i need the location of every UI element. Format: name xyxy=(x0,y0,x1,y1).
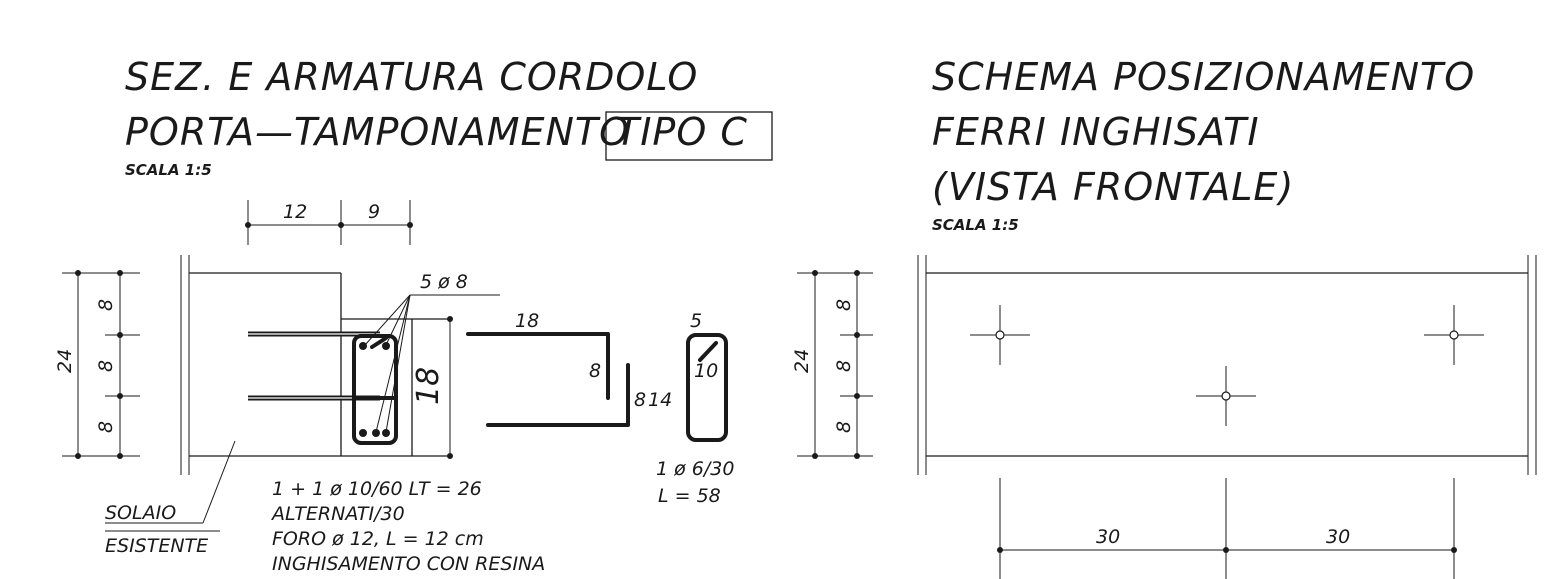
bent-bar xyxy=(466,332,630,427)
bars-label: 5 ø 8 xyxy=(420,271,468,293)
bent-dim-8a: 8 xyxy=(589,360,601,382)
bottom-dimension xyxy=(997,478,1457,579)
dim-left-8c: 8 xyxy=(95,421,117,433)
stirrup-dim-5: 5 xyxy=(690,310,702,332)
solaio-label-1: SOLAIO xyxy=(105,502,176,524)
right-title-line2: FERRI INGHISATI xyxy=(932,110,1260,154)
bent-dim-14: 14 xyxy=(648,389,672,411)
left-title-line2: PORTA—TAMPONAMENTO xyxy=(125,110,630,154)
dim-section-18: 18 xyxy=(411,367,446,405)
note-4: INGHISAMENTO CON RESINA xyxy=(272,553,545,575)
dim-left-24: 24 xyxy=(54,349,76,373)
solaio-label-2: ESISTENTE xyxy=(105,535,208,557)
left-title-boxed: TIPO C xyxy=(616,110,748,154)
stirrup-note-1: 1 ø 6/30 xyxy=(656,458,734,480)
stirrup-dim-10: 10 xyxy=(694,360,718,382)
stirrup-detail xyxy=(686,333,728,442)
front-view-outline xyxy=(917,255,1537,475)
anchor-marker-right xyxy=(1424,305,1484,365)
right-title-line1: SCHEMA POSIZIONAMENTO xyxy=(932,55,1475,99)
left-title-line1: SEZ. E ARMATURA CORDOLO xyxy=(125,55,698,99)
left-scale: SCALA 1:5 xyxy=(125,161,212,179)
anchor-marker-left xyxy=(970,305,1030,365)
bars-leader xyxy=(364,294,500,433)
bent-dim-8b: 8 xyxy=(634,389,646,411)
dim-top-12: 12 xyxy=(283,201,307,223)
bottom-dim-30b: 30 xyxy=(1326,526,1350,548)
dim-left-8b: 8 xyxy=(95,360,117,372)
slab-break-lines xyxy=(180,255,190,475)
top-dimension xyxy=(245,200,413,245)
anchor-marker-center xyxy=(1196,366,1256,426)
right-title-line3: (VISTA FRONTALE) xyxy=(932,165,1294,209)
right-dim-24: 24 xyxy=(791,349,813,373)
left-vertical-dimension xyxy=(62,270,140,459)
right-dim-8b: 8 xyxy=(833,360,855,372)
right-dim-8c: 8 xyxy=(833,421,855,433)
section-height-dim xyxy=(447,316,453,459)
section-stirrup xyxy=(352,334,398,445)
right-scale: SCALA 1:5 xyxy=(932,216,1019,234)
tipo-box xyxy=(605,111,773,161)
bottom-dim-30a: 30 xyxy=(1096,526,1120,548)
bent-dim-18: 18 xyxy=(515,310,539,332)
section-outline xyxy=(189,272,450,457)
note-1: 1 + 1 ø 10/60 LT = 26 xyxy=(272,478,482,500)
note-3: FORO ø 12, L = 12 cm xyxy=(272,528,484,550)
stirrup-note-2: L = 58 xyxy=(658,485,721,507)
right-dim-8a: 8 xyxy=(833,299,855,311)
note-2: ALTERNATI/30 xyxy=(270,503,405,525)
dim-top-9: 9 xyxy=(368,201,380,223)
solaio-leader xyxy=(105,440,236,524)
dim-left-8a: 8 xyxy=(95,299,117,311)
right-vertical-dimension xyxy=(797,270,873,459)
